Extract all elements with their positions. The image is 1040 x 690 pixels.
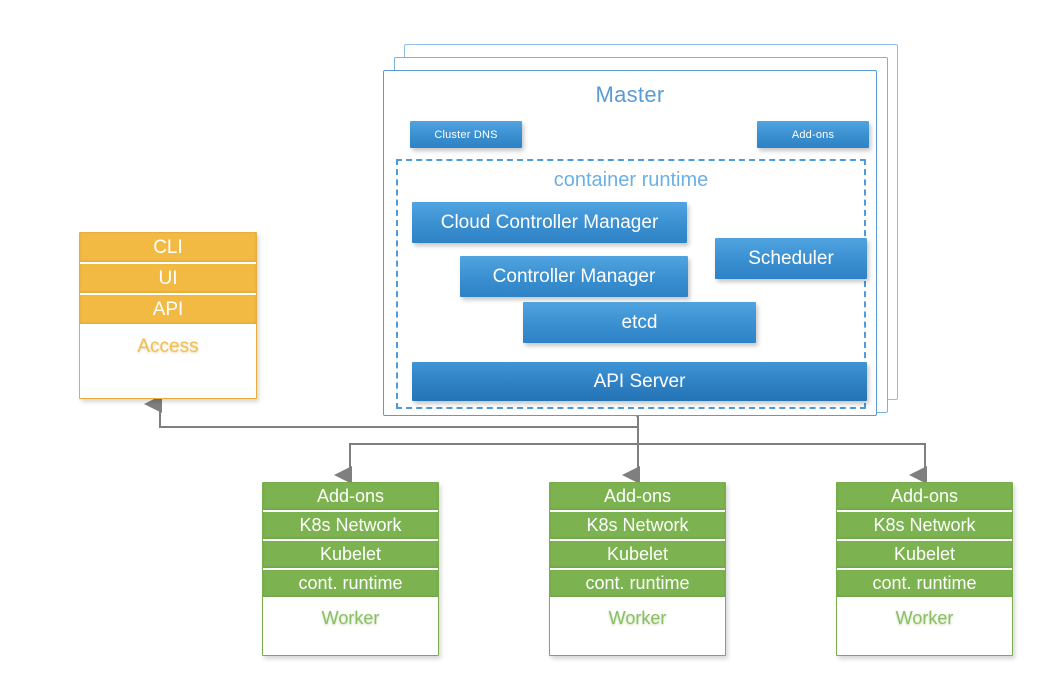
container-runtime-box (396, 159, 866, 409)
wire-bus-worker-3 (638, 443, 927, 484)
worker-1-row-addons[interactable]: Add-ons (263, 483, 438, 512)
scheduler-box[interactable]: Scheduler (715, 238, 867, 279)
master-title: Master (595, 82, 665, 107)
worker-node-1[interactable]: Add-ons K8s Network Kubelet cont. runtim… (262, 482, 439, 656)
wire-bus-worker-1 (334, 443, 638, 484)
controller-manager-box[interactable]: Controller Manager (460, 256, 688, 297)
worker-3-row-kubelet[interactable]: Kubelet (837, 541, 1012, 570)
worker-3-row-k8s-network[interactable]: K8s Network (837, 512, 1012, 541)
access-row-ui[interactable]: UI (80, 264, 256, 295)
worker-node-3[interactable]: Add-ons K8s Network Kubelet cont. runtim… (836, 482, 1013, 656)
worker-2-row-cont-runtime[interactable]: cont. runtime (550, 570, 725, 599)
cloud-controller-manager-box[interactable]: Cloud Controller Manager (412, 202, 687, 243)
access-label: Access (80, 326, 256, 368)
worker-1-row-cont-runtime[interactable]: cont. runtime (263, 570, 438, 599)
master-addons-box[interactable]: Add-ons (757, 121, 869, 148)
api-server-box[interactable]: API Server (412, 362, 867, 401)
worker-1-row-kubelet[interactable]: Kubelet (263, 541, 438, 570)
access-row-cli[interactable]: CLI (80, 233, 256, 264)
access-row-api[interactable]: API (80, 295, 256, 326)
worker-2-row-addons[interactable]: Add-ons (550, 483, 725, 512)
worker-node-2[interactable]: Add-ons K8s Network Kubelet cont. runtim… (549, 482, 726, 656)
worker-2-row-k8s-network[interactable]: K8s Network (550, 512, 725, 541)
worker-1-label: Worker (263, 599, 438, 637)
worker-3-row-cont-runtime[interactable]: cont. runtime (837, 570, 1012, 599)
worker-3-label: Worker (837, 599, 1012, 637)
container-runtime-title: container runtime (553, 169, 709, 191)
worker-3-row-addons[interactable]: Add-ons (837, 483, 1012, 512)
worker-2-label: Worker (550, 599, 725, 637)
access-stack[interactable]: CLI UI API Access (79, 232, 257, 399)
worker-2-row-kubelet[interactable]: Kubelet (550, 541, 725, 570)
worker-1-row-k8s-network[interactable]: K8s Network (263, 512, 438, 541)
etcd-box[interactable]: etcd (523, 302, 756, 343)
cluster-dns-box[interactable]: Cluster DNS (410, 121, 522, 148)
